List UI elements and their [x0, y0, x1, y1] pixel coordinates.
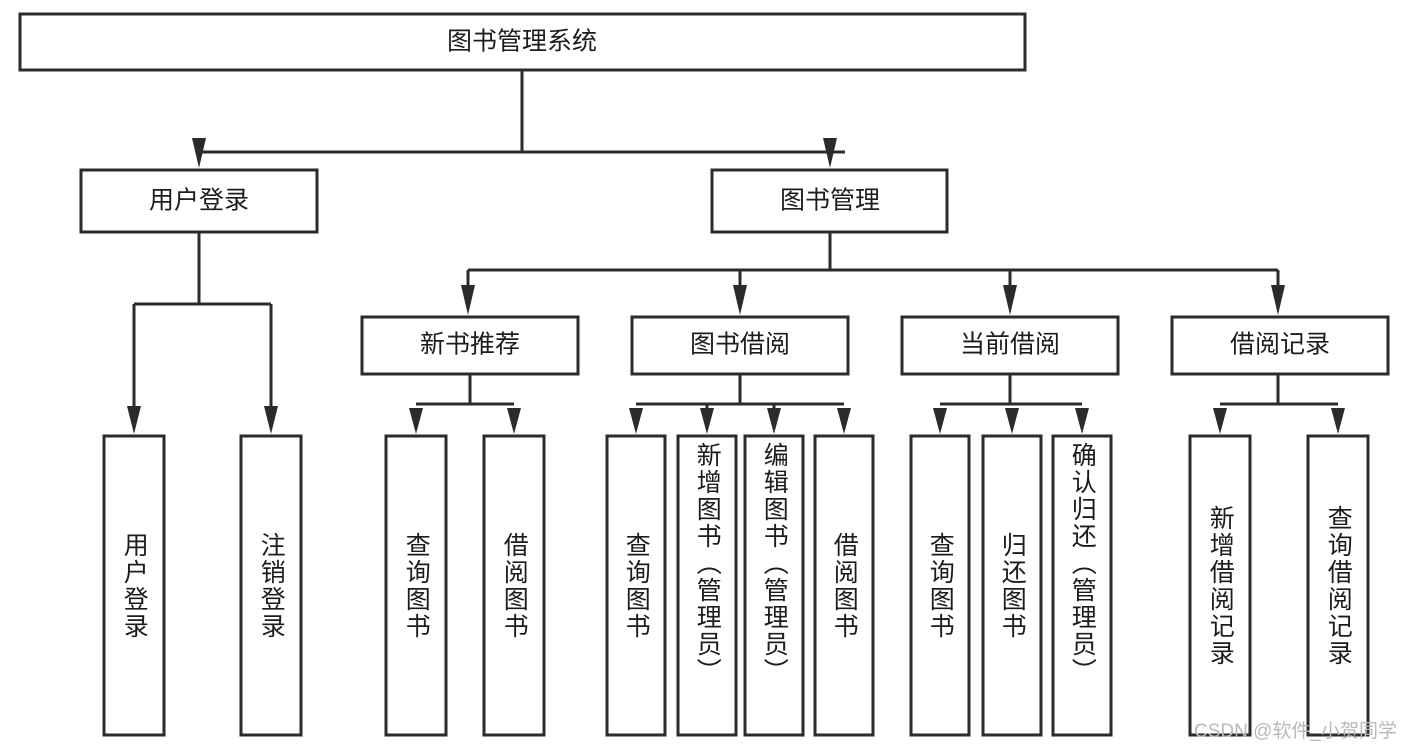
arrowhead-current-borrow: [1003, 285, 1017, 315]
node-leaf-confirm-return-admin-box[interactable]: [1051, 434, 1113, 737]
node-book-management-label: 图书管理: [780, 187, 880, 215]
arrowhead-leaf-return-book: [1005, 408, 1019, 434]
node-leaf-query-book-2-box[interactable]: [605, 434, 667, 737]
connector-layer: [127, 70, 1345, 434]
node-leaf-edit-book-admin-box[interactable]: [743, 434, 805, 737]
node-leaf-borrow-book-2-box[interactable]: [813, 434, 875, 737]
arrowhead-leaf-query-borrow-record: [1331, 408, 1345, 434]
node-book-borrow-box[interactable]: [630, 315, 850, 376]
node-borrow-record-box[interactable]: [1170, 315, 1390, 376]
arrowhead-leaf-query-book-3: [933, 408, 947, 434]
arrowhead-leaf-add-borrow-record: [1213, 408, 1227, 434]
node-leaf-add-book-admin-box[interactable]: [676, 434, 738, 737]
arrowhead-book-management: [823, 138, 837, 168]
csdn-watermark: CSDN @软件_小贺同学: [1194, 721, 1397, 742]
node-leaf-logout-box[interactable]: [239, 434, 303, 737]
node-current-borrow-label: 当前借阅: [960, 331, 1060, 359]
node-new-book-recommend-label: 新书推荐: [420, 331, 520, 359]
node-leaf-borrow-book-1-box[interactable]: [482, 434, 546, 737]
arrowhead-leaf-logout: [264, 406, 278, 434]
node-new-book-recommend-box[interactable]: [360, 315, 580, 376]
node-leaf-query-book-1-box[interactable]: [384, 434, 448, 737]
node-book-management-box[interactable]: [710, 168, 949, 234]
arrowhead-leaf-add-book-admin: [700, 408, 714, 434]
arrowhead-borrow-record: [1271, 285, 1285, 315]
node-leaf-add-borrow-record-box[interactable]: [1188, 434, 1252, 737]
arrowhead-leaf-borrow-book-1: [507, 408, 521, 434]
arrowhead-new-book-recommend: [461, 285, 475, 315]
node-book-borrow-label: 图书借阅: [690, 331, 790, 359]
node-root-label: 图书管理系统: [447, 28, 597, 56]
node-leaf-query-book-3-box[interactable]: [909, 434, 971, 737]
node-user-login-box[interactable]: [79, 168, 319, 234]
node-leaf-user-login-box[interactable]: [102, 434, 166, 737]
node-current-borrow-box[interactable]: [900, 315, 1120, 376]
node-root-box[interactable]: [18, 12, 1027, 72]
arrowhead-leaf-query-book-1: [409, 408, 423, 434]
arrowhead-user-login: [192, 138, 206, 168]
arrowhead-leaf-edit-book-admin: [767, 408, 781, 434]
arrowhead-leaf-query-book-2: [629, 408, 643, 434]
node-borrow-record-label: 借阅记录: [1230, 331, 1330, 359]
node-leaf-return-book-box[interactable]: [981, 434, 1043, 737]
node-layer: 图书管理系统 用户登录 图书管理 新书推荐 图书借阅 当前借阅 借阅记录: [18, 12, 1390, 737]
node-user-login-label: 用户登录: [149, 187, 249, 215]
arrowhead-leaf-borrow-book-2: [837, 408, 851, 434]
arrowhead-leaf-user-login: [127, 406, 141, 434]
arrowhead-book-borrow: [733, 285, 747, 315]
node-leaf-query-borrow-record-box[interactable]: [1306, 434, 1370, 737]
arrowhead-leaf-confirm-return-admin: [1075, 408, 1089, 434]
